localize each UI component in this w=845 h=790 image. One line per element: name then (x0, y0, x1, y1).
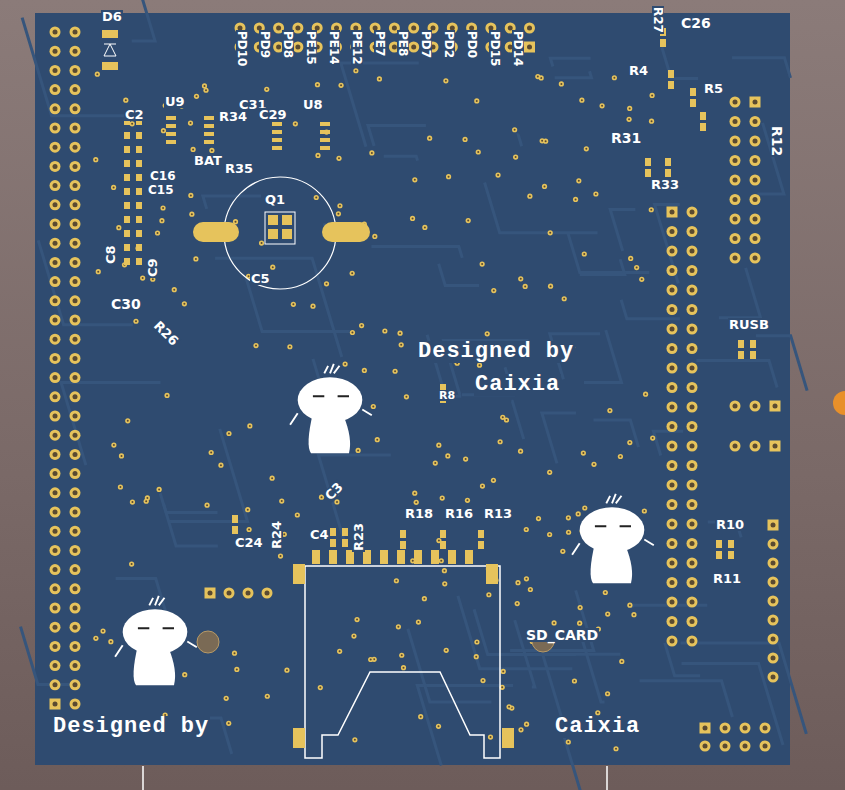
part-designator: C16 (149, 170, 177, 182)
part-designator: PE12 (351, 30, 363, 66)
part-designator: R13 (483, 507, 513, 520)
part-designator: Q1 (264, 193, 286, 206)
part-designator: PE14 (328, 30, 340, 66)
part-designator: C2 (124, 108, 145, 121)
part-designator: BAT (193, 154, 223, 167)
board (35, 13, 790, 765)
part-designator: R11 (712, 572, 742, 585)
mount-hole (197, 631, 219, 653)
part-designator: R24 (270, 520, 283, 550)
part-designator: C3 (322, 479, 346, 503)
part-designator: PE7 (374, 30, 386, 57)
designer-credit: Designed by (417, 341, 575, 363)
vias (93, 68, 655, 751)
traces (21, 0, 808, 790)
edge-marker (833, 391, 845, 415)
designer-credit: Caixia (474, 374, 561, 396)
part-designator: R4 (628, 64, 649, 77)
part-designator: C4 (309, 528, 330, 541)
part-designator: RUSB (728, 318, 770, 331)
part-designator: PD8 (282, 30, 294, 59)
part-designator: PE8 (397, 30, 409, 57)
part-designator: R31 (610, 131, 642, 145)
part-designator: U9 (164, 95, 186, 108)
part-designator: C29 (258, 108, 288, 121)
part-designator: PD0 (466, 30, 478, 59)
part-designator: R35 (224, 162, 254, 175)
part-designator: R10 (715, 518, 745, 531)
part-designator: R5 (703, 82, 724, 95)
part-designator: PD9 (259, 30, 271, 59)
part-designator: D6 (101, 10, 123, 23)
part-designator: PE15 (305, 30, 317, 66)
cartoon-figure (572, 494, 654, 583)
part-designator: R23 (352, 522, 365, 552)
part-designator: C8 (104, 244, 117, 265)
part-designator: PD14 (512, 30, 524, 67)
cartoon-figure (115, 596, 197, 685)
part-designator: R26 (151, 318, 181, 348)
designer-credit: Caixia (554, 716, 641, 738)
part-designator: C5 (250, 272, 271, 285)
part-designator: C24 (234, 536, 264, 549)
part-designator: PD10 (236, 30, 248, 67)
part-designator: C15 (147, 184, 175, 196)
part-designator: R18 (404, 507, 434, 520)
part-designator: R16 (444, 507, 474, 520)
sd-card-outline (293, 564, 514, 758)
battery-holder (193, 177, 370, 289)
edge-line (142, 766, 144, 790)
smd-pads (124, 28, 756, 564)
cartoon-figure (290, 364, 372, 453)
part-designator: SD_CARD (525, 628, 599, 642)
part-designator: C30 (110, 297, 142, 311)
part-designator: R33 (650, 178, 680, 191)
part-designator: U8 (302, 98, 324, 111)
part-designator: R8 (438, 390, 456, 401)
edge-line (606, 766, 608, 790)
part-designator: PD7 (420, 30, 432, 59)
part-designator: R34 (218, 110, 248, 123)
part-designator: R12 (770, 125, 784, 157)
pads (50, 23, 781, 752)
part-designator: C26 (680, 16, 712, 30)
diode-symbol (102, 30, 118, 70)
part-designator: PD2 (443, 30, 455, 59)
part-designator: R27 (652, 6, 664, 34)
part-designator: PD15 (489, 30, 501, 67)
designer-credit: Designed by (52, 716, 210, 738)
part-designator: C9 (146, 257, 159, 278)
